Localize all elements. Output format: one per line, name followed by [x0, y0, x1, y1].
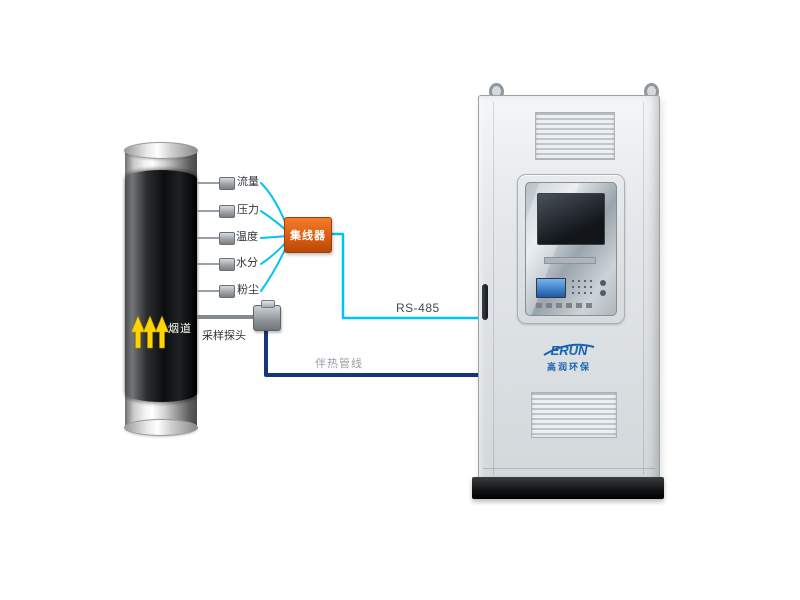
rs485-label: RS-485	[396, 301, 440, 315]
sensor-tap-dust	[219, 285, 235, 298]
knob-bottom	[600, 290, 606, 296]
sensor-label-moisture: 水分	[236, 257, 258, 269]
sensor-tap-moisture	[219, 258, 235, 271]
door-handle	[482, 284, 488, 320]
cabinet-base	[472, 477, 664, 499]
sensor-label-pressure: 压力	[237, 204, 259, 216]
button-row	[536, 303, 594, 308]
door-seam-left	[493, 102, 494, 475]
sensor-label-dust: 粉尘	[237, 284, 259, 296]
heat-trace-label: 伴热管线	[315, 358, 363, 370]
analyzer-cabinet: ERUN 高润环保	[478, 95, 660, 482]
logo-subtext: 高润环保	[546, 362, 591, 372]
sensor-stem-lines	[197, 182, 221, 292]
display-screen	[537, 193, 605, 245]
sensor-tap-pressure	[219, 205, 235, 218]
top-vent-grille	[535, 112, 615, 160]
flue-stack-insulation	[125, 170, 197, 402]
panel-window	[525, 182, 617, 316]
sampling-probe-label: 采样探头	[202, 330, 246, 342]
bottom-vent-grille	[531, 392, 617, 438]
flue-stack-bottom-cap	[124, 419, 198, 436]
door-seam-bottom	[483, 468, 655, 469]
door-seam-right	[643, 102, 644, 475]
sampling-probe	[253, 300, 281, 331]
flue-stack-top-cap	[124, 142, 198, 159]
flow-arrows-icon	[131, 315, 169, 349]
heat-trace-line	[264, 329, 480, 377]
sensor-label-flow: 流量	[237, 176, 259, 188]
hub-box: 集线器	[284, 217, 332, 253]
logo-swoosh-icon: ERUN	[543, 343, 595, 358]
panel-slot	[544, 257, 596, 264]
brand-logo: ERUN 高润环保	[535, 340, 603, 380]
control-panel	[517, 174, 625, 324]
sensor-tap-temperature	[219, 232, 235, 245]
knob-top	[600, 280, 606, 286]
hub-label: 集线器	[290, 230, 326, 242]
flue-stack-label: 烟道	[168, 323, 192, 335]
sensor-label-temperature: 温度	[236, 231, 258, 243]
sensor-tap-flow	[219, 177, 235, 190]
keypad	[570, 278, 594, 296]
rs485-signal-line	[330, 232, 480, 320]
mini-display	[536, 278, 566, 298]
logo-text: ERUN	[551, 343, 588, 358]
